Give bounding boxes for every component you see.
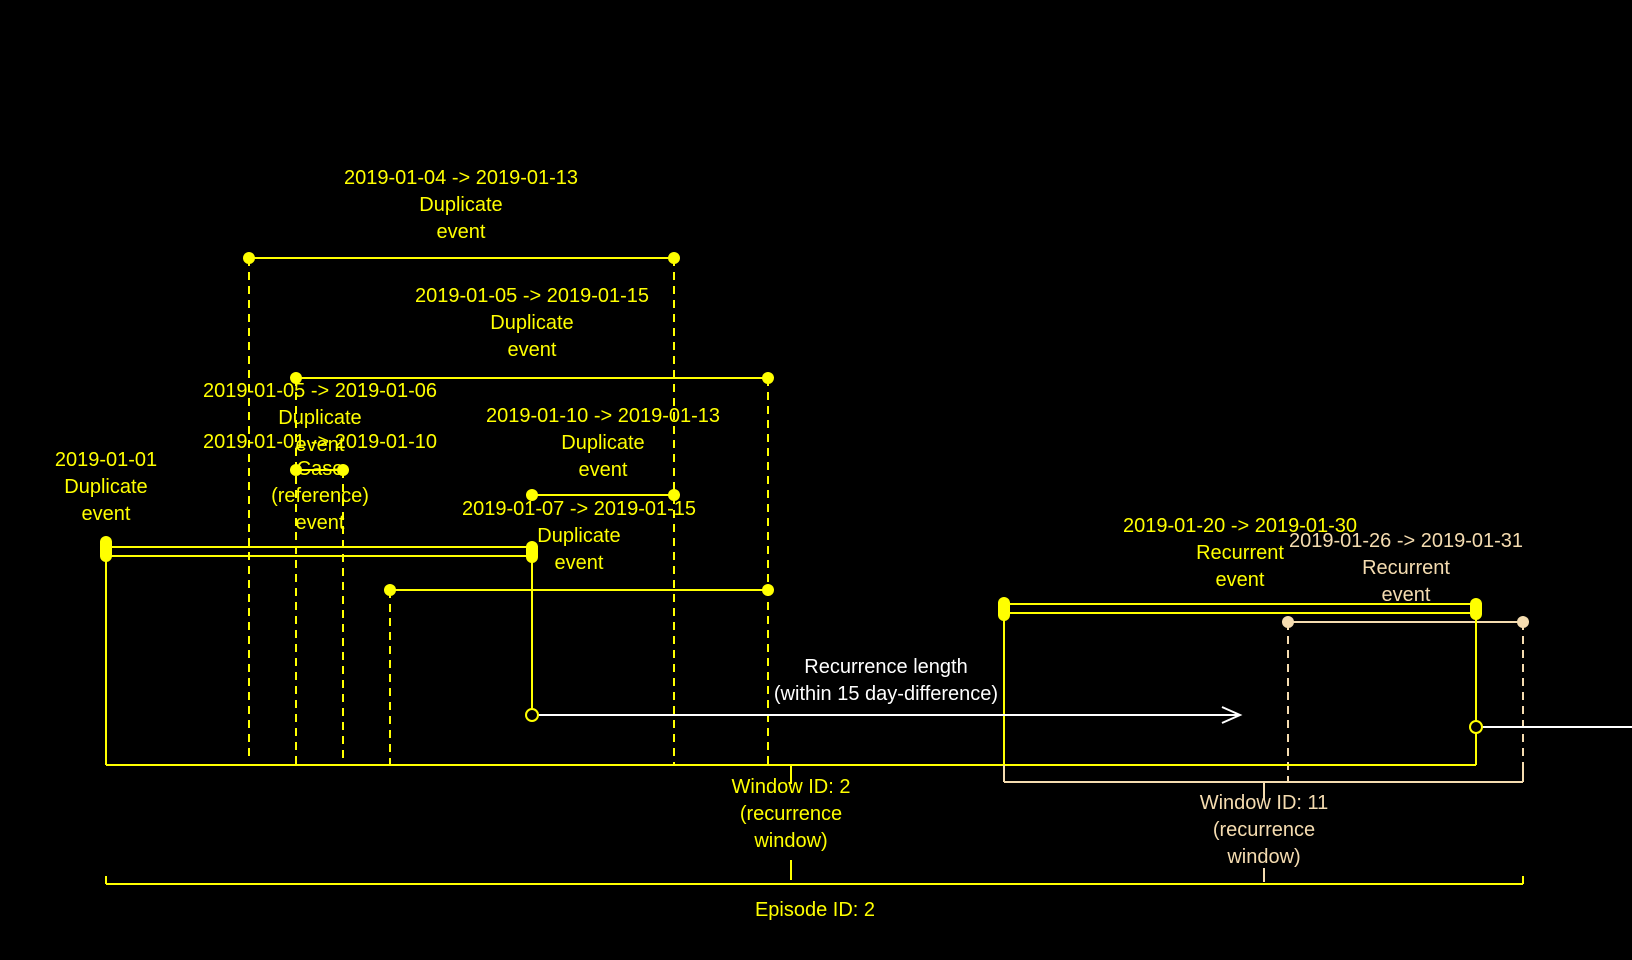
secondary-labels: 2019-01-26 -> 2019-01-31 Recurrent event… <box>1200 530 1523 868</box>
event-type: Recurrent <box>1196 542 1284 564</box>
label-ev-0101-10: 2019-01-01 -> 2019-01-10 Case (reference… <box>203 431 437 534</box>
event-labels: 2019-01-04 -> 2019-01-13 Duplicate event… <box>55 167 1357 591</box>
event-range: 2019-01-10 -> 2019-01-13 <box>486 405 720 427</box>
label-ev-0104: 2019-01-04 -> 2019-01-13 Duplicate event <box>344 167 578 243</box>
event-type: event <box>579 459 628 481</box>
event-range: 2019-01-26 -> 2019-01-31 <box>1289 530 1523 552</box>
event-start-dot <box>526 489 538 501</box>
event-markers <box>100 252 1529 734</box>
recurrence-condition-label: (within 15 day-difference) <box>774 683 998 705</box>
event-type: Recurrent <box>1362 557 1450 579</box>
event-end-dot <box>762 372 774 384</box>
window-id: Window ID: 11 <box>1200 792 1329 814</box>
event-type: event <box>1216 569 1265 591</box>
episode-label: Episode ID: 2 <box>755 899 875 921</box>
event-end-dot <box>1517 616 1529 628</box>
event-type: event <box>1382 584 1431 606</box>
event-end-dot <box>668 489 680 501</box>
connector-lines <box>105 257 1632 885</box>
window-11-label: Window ID: 11 (recurrence window) <box>1200 792 1329 868</box>
event-type: Duplicate <box>64 476 147 498</box>
label-ev-0110: 2019-01-10 -> 2019-01-13 Duplicate event <box>486 405 720 481</box>
event-range: 2019-01-20 -> 2019-01-30 <box>1123 515 1357 537</box>
label-ev-0120: 2019-01-20 -> 2019-01-30 Recurrent event <box>1123 515 1357 591</box>
event-range: 2019-01-05 -> 2019-01-06 <box>203 380 437 402</box>
window-type: window) <box>753 830 827 852</box>
recurrence-anchor <box>525 708 539 722</box>
event-end-marker <box>1470 598 1482 620</box>
window-type: window) <box>1226 846 1300 868</box>
label-ev-0101: 2019-01-01 Duplicate event <box>55 449 157 525</box>
window-id: Window ID: 2 <box>732 776 851 798</box>
event-type: Duplicate <box>561 432 644 454</box>
label-ev-0126: 2019-01-26 -> 2019-01-31 Recurrent event <box>1289 530 1523 606</box>
event-type: Duplicate <box>419 194 502 216</box>
event-type: event <box>296 512 345 534</box>
event-type: event <box>437 221 486 243</box>
event-start-dot <box>290 464 302 476</box>
recurrence-length-label: Recurrence length <box>804 656 967 678</box>
event-type: Case <box>297 458 344 480</box>
event-range: 2019-01-07 -> 2019-01-15 <box>462 498 696 520</box>
event-start-dot <box>290 372 302 384</box>
event-range: 2019-01-05 -> 2019-01-15 <box>415 285 649 307</box>
event-end-marker <box>526 541 538 563</box>
event-type: event <box>82 503 131 525</box>
episode-id: Episode ID: 2 <box>755 899 875 921</box>
event-start-dot <box>243 252 255 264</box>
event-end-dot <box>668 252 680 264</box>
recurrence-label: Recurrence length (within 15 day-differe… <box>774 656 998 705</box>
event-type: Duplicate <box>490 312 573 334</box>
recurrence-arrow-head <box>1221 706 1243 724</box>
event-range: 2019-01-04 -> 2019-01-13 <box>344 167 578 189</box>
label-ev-0105-15: 2019-01-05 -> 2019-01-15 Duplicate event <box>415 285 649 361</box>
window-type: (recurrence <box>740 803 842 825</box>
event-type: Duplicate <box>537 525 620 547</box>
event-start-marker <box>998 597 1010 621</box>
event-type: event <box>508 339 557 361</box>
window-2-label: Window ID: 2 (recurrence window) <box>732 776 851 852</box>
event-type: (reference) <box>271 485 369 507</box>
event-type: event <box>296 434 345 456</box>
label-ev-0105-06: 2019-01-05 -> 2019-01-06 Duplicate event <box>203 380 437 456</box>
event-end-dot <box>337 464 349 476</box>
recurrence-anchor <box>1469 720 1483 734</box>
window-type: (recurrence <box>1213 819 1315 841</box>
event-end-dot <box>762 584 774 596</box>
event-start-dot <box>384 584 396 596</box>
event-range: 2019-01-01 -> 2019-01-10 <box>203 431 437 453</box>
event-type: Duplicate <box>278 407 361 429</box>
label-ev-0107: 2019-01-07 -> 2019-01-15 Duplicate event <box>462 498 696 574</box>
event-range: 2019-01-01 <box>55 449 157 471</box>
event-start-marker <box>100 536 112 562</box>
event-type: event <box>555 552 604 574</box>
event-start-dot <box>1282 616 1294 628</box>
